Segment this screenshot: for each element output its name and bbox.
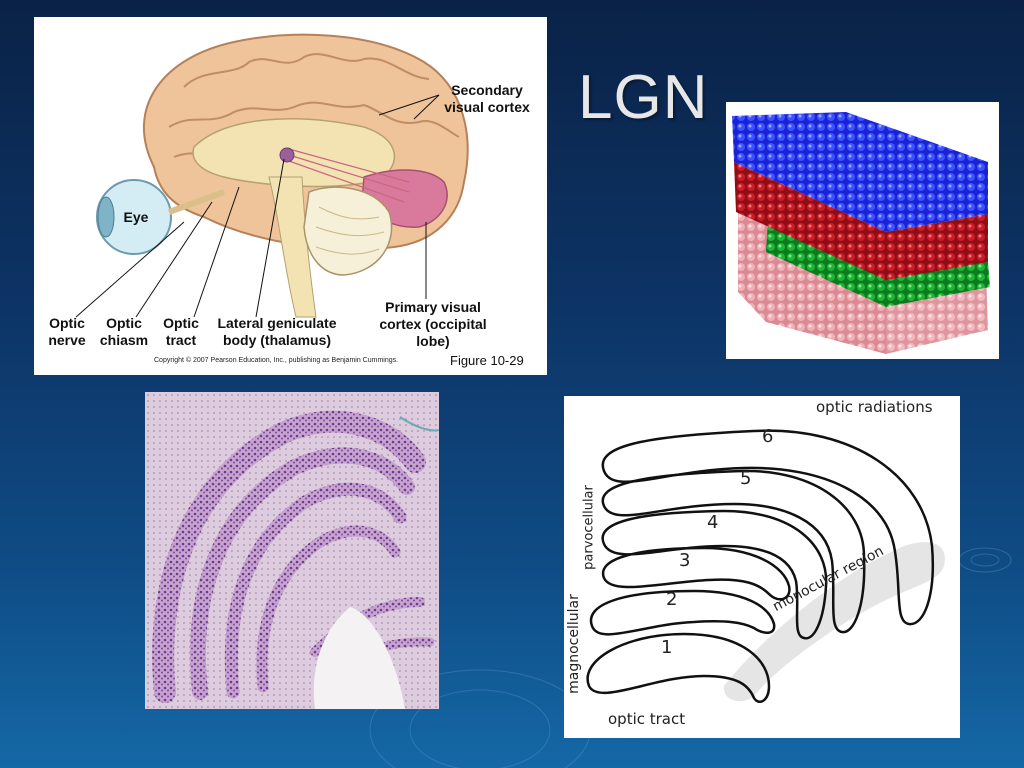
lgn-schematic-drawing (586, 429, 945, 703)
layer-blue (732, 112, 988, 232)
layer-green-side (886, 262, 990, 307)
primary-visual-cortex-label: Primary visual cortex (occipital lobe) (379, 299, 487, 349)
layer-3-outline (601, 546, 791, 601)
layer-green (766, 220, 886, 307)
eye-label: Eye (123, 209, 149, 225)
lgn-histology-image (145, 392, 439, 709)
lgn-label: Lateral geniculate body (thalamus) (217, 315, 337, 348)
brain-anatomy-figure: Secondary visual cortex Eye Optic nerve … (34, 17, 547, 375)
layer-5-outline (601, 469, 866, 634)
optic-tract-label: optic tract (608, 710, 686, 728)
lgn-3d-layer-model (726, 102, 999, 359)
brain-illustration (75, 33, 469, 318)
layer-number-1: 1 (661, 637, 673, 658)
layer-1-outline (586, 632, 771, 703)
optic-nerve-label: Optic nerve (48, 315, 86, 348)
histology-illustration (145, 392, 439, 709)
slide-title: LGN (578, 63, 709, 132)
lgn-3d-model-illustration (732, 112, 990, 354)
layer-red-side (886, 214, 988, 280)
layer-2-outline (589, 589, 776, 636)
layer-number-2: 2 (666, 589, 678, 610)
layer-red (734, 162, 886, 280)
layer-4-outline (601, 509, 828, 640)
secondary-visual-cortex-label: Secondary visual cortex (444, 82, 530, 115)
layer-number-5: 5 (740, 468, 752, 489)
optic-tract-label: Optic tract (163, 315, 199, 348)
optic-radiations-label: optic radiations (816, 398, 933, 416)
magnocellular-label: magnocellular (566, 594, 582, 694)
figure-number: Figure 10-29 (450, 353, 524, 368)
layer-number-4: 4 (707, 512, 719, 533)
parvocellular-label: parvocellular (581, 485, 597, 570)
copyright-text: Copyright © 2007 Pearson Education, Inc.… (154, 357, 399, 364)
layer-6-outline (601, 429, 934, 626)
layer-number-6: 6 (762, 426, 774, 447)
lgn-layer-schematic: optic radiations optic tract parvocellul… (564, 396, 960, 738)
layer-number-3: 3 (679, 550, 691, 571)
optic-chiasm-label: Optic chiasm (99, 315, 149, 348)
